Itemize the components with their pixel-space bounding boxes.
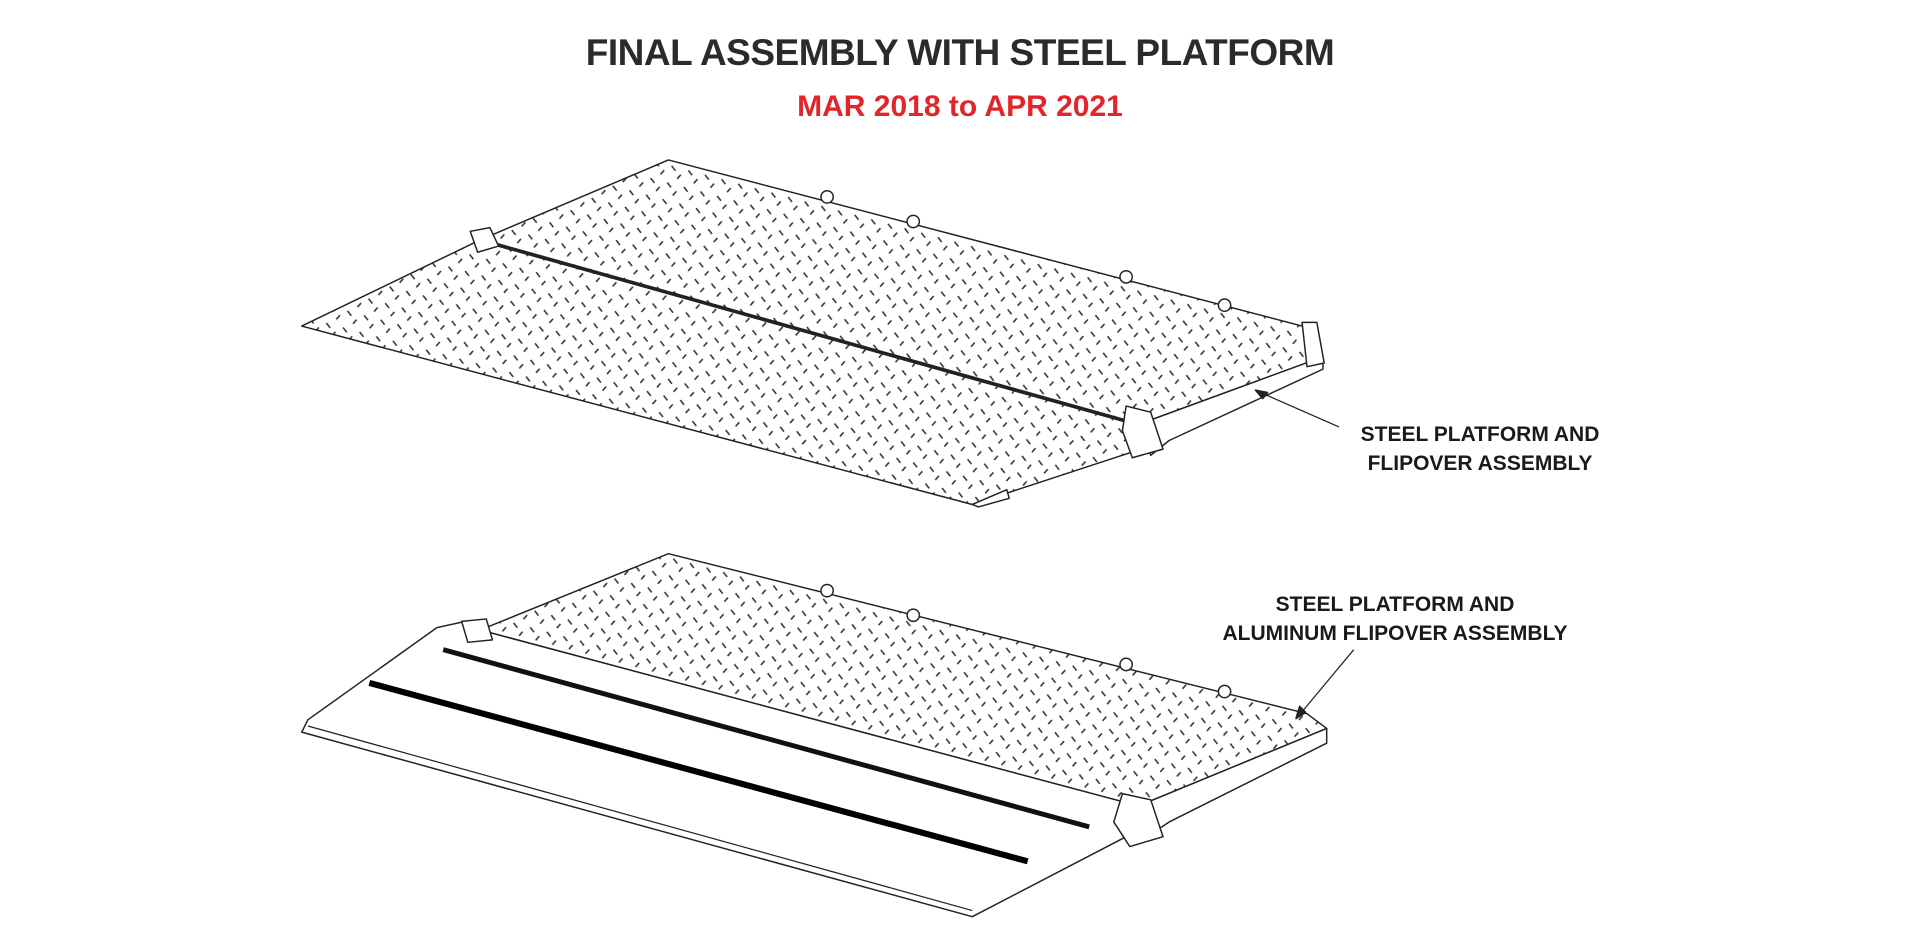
callout-leader: [1297, 649, 1355, 717]
callout-line: ALUMINUM FLIPOVER ASSEMBLY: [1222, 622, 1568, 645]
hinge-line: [479, 238, 1139, 427]
aluminum-flipover-assembly: [300, 552, 1355, 918]
callout-line: STEEL PLATFORM AND: [1360, 423, 1600, 446]
aluminum-strip: [368, 679, 1029, 865]
callout-leader: [1257, 390, 1340, 428]
diagram-title: FINAL ASSEMBLY WITH STEEL PLATFORM: [585, 32, 1335, 73]
end-bracket: [1301, 321, 1325, 368]
callout-steel-flipover: STEEL PLATFORM AND FLIPOVER ASSEMBLY: [1330, 420, 1630, 478]
hinge-bracket: [469, 226, 500, 253]
callout-line: STEEL PLATFORM AND: [1275, 593, 1515, 616]
date-range: MAR 2018 to APR 2021: [797, 90, 1123, 123]
aluminum-flipover: [300, 620, 1140, 918]
hinge-bracket: [1113, 792, 1164, 848]
steel-flipover-assembly: [300, 159, 1340, 508]
callout-aluminum-flipover: STEEL PLATFORM AND ALUMINUM FLIPOVER ASS…: [1220, 590, 1570, 648]
callout-line: FLIPOVER ASSEMBLY: [1367, 452, 1593, 475]
hinge-bracket: [1121, 405, 1164, 459]
hinge-bracket: [460, 618, 494, 644]
